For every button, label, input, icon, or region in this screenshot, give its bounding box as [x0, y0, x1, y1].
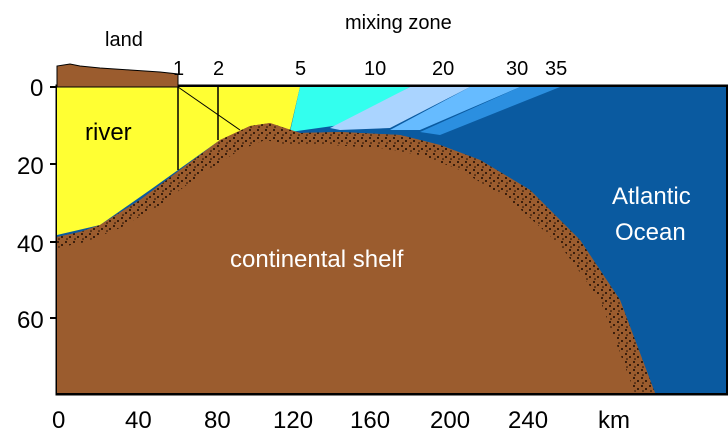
mixing-zone-band-blue: [420, 87, 560, 135]
salinity-label: 5: [295, 58, 306, 80]
depth-tick-label: 20: [17, 153, 44, 180]
depth-tick-label: 0: [30, 75, 43, 102]
distance-tick-label: 0: [52, 407, 65, 434]
continental-shelf-label: continental shelf: [230, 246, 404, 273]
salinity-label: 20: [432, 58, 454, 80]
distance-tick-label: 240: [508, 407, 548, 434]
salinity-label: 10: [364, 58, 386, 80]
distance-tick-label: 160: [350, 407, 390, 434]
depth-axis: 0 20 40 60: [17, 75, 57, 334]
salinity-label: 35: [545, 58, 567, 80]
land-region: [56, 63, 179, 88]
mixing-zone-band-lightblue: [330, 87, 470, 130]
salinity-label: 1: [173, 58, 184, 80]
depth-tick-label: 40: [17, 231, 44, 258]
mixing-zone-band-sky: [390, 87, 520, 130]
mixing-zone-label: mixing zone: [345, 12, 452, 34]
distance-unit-label: km: [598, 407, 630, 434]
atlantic-label: Atlantic: [612, 183, 691, 210]
river-label: river: [85, 119, 132, 146]
depth-tick-label: 60: [17, 307, 44, 334]
land-label: land: [105, 29, 143, 51]
salinity-label: 2: [213, 58, 224, 80]
salinity-label: 30: [506, 58, 528, 80]
distance-tick-label: 200: [430, 407, 470, 434]
distance-axis: 0 40 80 120 160 200 240 km: [52, 407, 630, 434]
distance-tick-label: 80: [204, 407, 231, 434]
distance-tick-label: 40: [125, 407, 152, 434]
distance-tick-label: 120: [273, 407, 313, 434]
isoline-diagonal: [177, 86, 241, 131]
shelf-stipple-edge: [57, 123, 655, 393]
salinity-labels: 1 2 5 10 20 30 35: [173, 58, 567, 80]
mixing-zone-band-cyan: [290, 87, 410, 132]
ocean-label: Ocean: [615, 219, 686, 246]
